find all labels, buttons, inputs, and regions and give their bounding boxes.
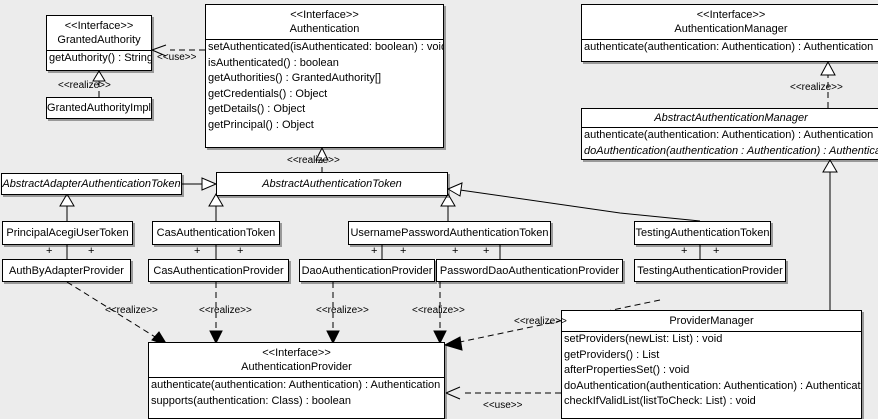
operations-compartment: authenticate(authentication: Authenticat… bbox=[582, 127, 878, 159]
operation: doAuthentication(authentication: Authent… bbox=[564, 379, 861, 392]
class-name: AuthenticationManager bbox=[674, 23, 788, 35]
class-header: <<Interface>> AuthenticationManager bbox=[582, 5, 878, 39]
operation: checkIfValidList(listToCheck: List) : vo… bbox=[564, 395, 756, 407]
operation: getPrincipal() : Object bbox=[208, 118, 314, 131]
multiplicity-marker: + bbox=[46, 245, 53, 257]
operation: authenticate(authentication: Authenticat… bbox=[584, 129, 874, 141]
class-authentication-manager[interactable]: <<Interface>> AuthenticationManager auth… bbox=[581, 4, 878, 62]
operation: isAuthenticated() : boolean bbox=[208, 56, 339, 69]
class-header: AbstractAuthenticationManager bbox=[582, 109, 878, 127]
class-dao-authentication-provider[interactable]: DaoAuthenticationProvider bbox=[299, 259, 435, 282]
class-name: AbstractAuthenticationToken bbox=[262, 178, 402, 190]
class-name: Authentication bbox=[289, 23, 360, 35]
class-testing-authentication-token[interactable]: TestingAuthenticationToken bbox=[634, 221, 771, 245]
relationship-label-realize-abstract-authentication-token: <<realize>> bbox=[287, 155, 340, 166]
operation: getDetails() : Object bbox=[208, 103, 306, 115]
operations-compartment: setProviders(newList: List) : void getPr… bbox=[562, 331, 861, 410]
class-password-dao-authentication-provider[interactable]: PasswordDaoAuthenticationProvider bbox=[436, 259, 623, 282]
operation: setAuthenticated(isAuthenticated: boolea… bbox=[208, 41, 443, 53]
class-name: GrantedAuthorityImpl bbox=[47, 102, 151, 114]
operation: supports(authentication: Class) : boolea… bbox=[151, 394, 351, 407]
relationship-label-realize-grantedauthorityimpl: <<realize>> bbox=[58, 80, 111, 91]
class-name: ProviderManager bbox=[669, 315, 754, 327]
operation: doAuthentication(authentication : Authen… bbox=[584, 144, 878, 157]
multiplicity-marker: + bbox=[194, 245, 201, 257]
relationship-label-realize-abstract-authentication-manager: <<realize>> bbox=[790, 82, 843, 93]
class-name: CasAuthenticationProvider bbox=[153, 264, 284, 277]
operation: afterPropertiesSet() : void bbox=[564, 364, 690, 376]
operation: getCredentials() : Object bbox=[208, 87, 328, 100]
class-cas-authentication-token[interactable]: CasAuthenticationToken bbox=[152, 221, 280, 245]
multiplicity-marker: + bbox=[681, 245, 688, 257]
class-name: AuthByAdapterProvider bbox=[9, 264, 124, 277]
class-principal-acegi-user-token[interactable]: PrincipalAcegiUserToken bbox=[2, 221, 133, 245]
class-abstract-authentication-manager[interactable]: AbstractAuthenticationManager authentica… bbox=[581, 108, 878, 160]
class-auth-by-adapter-provider[interactable]: AuthByAdapterProvider bbox=[2, 259, 131, 282]
class-authentication-provider[interactable]: <<Interface>> AuthenticationProvider aut… bbox=[148, 342, 445, 419]
multiplicity-marker: + bbox=[483, 245, 490, 257]
class-name: AbstractAdapterAuthenticationToken bbox=[2, 178, 181, 190]
class-name: TestingAuthenticationProvider bbox=[637, 264, 783, 277]
class-name: DaoAuthenticationProvider bbox=[301, 264, 433, 277]
operations-compartment: getAuthority() : String bbox=[47, 50, 151, 67]
class-header: <<Interface>> GrantedAuthority bbox=[47, 16, 151, 50]
multiplicity-marker: + bbox=[400, 245, 407, 257]
class-granted-authority[interactable]: <<Interface>> GrantedAuthority getAuthor… bbox=[46, 15, 152, 71]
class-name: GrantedAuthority bbox=[57, 34, 141, 46]
operations-compartment: setAuthenticated(isAuthenticated: boolea… bbox=[206, 39, 443, 133]
multiplicity-marker: + bbox=[88, 245, 95, 257]
operation: getProviders() : List bbox=[564, 348, 660, 361]
operations-compartment: authenticate(authentication: Authenticat… bbox=[149, 377, 444, 409]
class-name: CasAuthenticationToken bbox=[156, 227, 276, 239]
relationship-label-realize-cas: <<realize>> bbox=[199, 305, 252, 316]
class-name: UsernamePasswordAuthenticationToken bbox=[350, 227, 549, 239]
class-authentication[interactable]: <<Interface>> Authentication setAuthenti… bbox=[205, 4, 444, 148]
relationship-label-realize-authbyadapter: <<realize>> bbox=[105, 305, 158, 316]
relationship-label-realize-providermanager: <<realize>> bbox=[514, 316, 567, 327]
relationship-label-use-providermanager: <<use>> bbox=[483, 400, 523, 411]
operation: setProviders(newList: List) : void bbox=[564, 333, 723, 345]
stereotype-label: <<Interface>> bbox=[696, 9, 766, 21]
relationship-label-realize-passworddao: <<realize>> bbox=[412, 305, 465, 316]
stereotype-label: <<Interface>> bbox=[64, 20, 134, 32]
operations-compartment: authenticate(authentication: Authenticat… bbox=[582, 39, 878, 56]
multiplicity-marker: + bbox=[371, 245, 378, 257]
relationship-label-use-grantedauthority: <<use>> bbox=[157, 52, 197, 63]
stereotype-label: <<Interface>> bbox=[262, 347, 331, 359]
class-username-password-authentication-token[interactable]: UsernamePasswordAuthenticationToken bbox=[348, 221, 551, 245]
class-abstract-adapter-authentication-token[interactable]: AbstractAdapterAuthenticationToken bbox=[1, 173, 182, 195]
class-header: <<Interface>> AuthenticationProvider bbox=[149, 343, 444, 377]
class-name: AbstractAuthenticationManager bbox=[654, 112, 808, 124]
class-name: TestingAuthenticationToken bbox=[635, 227, 770, 239]
class-testing-authentication-provider[interactable]: TestingAuthenticationProvider bbox=[634, 259, 786, 282]
stereotype-label: <<Interface>> bbox=[290, 9, 359, 21]
class-header: <<Interface>> Authentication bbox=[206, 5, 443, 39]
multiplicity-marker: + bbox=[713, 245, 720, 257]
multiplicity-marker: + bbox=[237, 245, 244, 257]
operation: getAuthority() : String bbox=[49, 52, 151, 64]
class-header: ProviderManager bbox=[562, 311, 861, 331]
operation: authenticate(authentication: Authenticat… bbox=[151, 379, 441, 391]
operation: authenticate(authentication: Authenticat… bbox=[584, 41, 874, 53]
class-name: AuthenticationProvider bbox=[241, 361, 352, 373]
class-name: PrincipalAcegiUserToken bbox=[6, 227, 129, 239]
operation: getAuthorities() : GrantedAuthority[] bbox=[208, 72, 382, 84]
class-name: PasswordDaoAuthenticationProvider bbox=[439, 264, 620, 277]
class-cas-authentication-provider[interactable]: CasAuthenticationProvider bbox=[148, 259, 289, 282]
class-provider-manager[interactable]: ProviderManager setProviders(newList: Li… bbox=[561, 310, 862, 419]
relationship-label-realize-dao: <<realize>> bbox=[316, 305, 369, 316]
multiplicity-marker: + bbox=[452, 245, 459, 257]
class-granted-authority-impl[interactable]: GrantedAuthorityImpl bbox=[46, 97, 152, 119]
class-abstract-authentication-token[interactable]: AbstractAuthenticationToken bbox=[216, 172, 448, 196]
